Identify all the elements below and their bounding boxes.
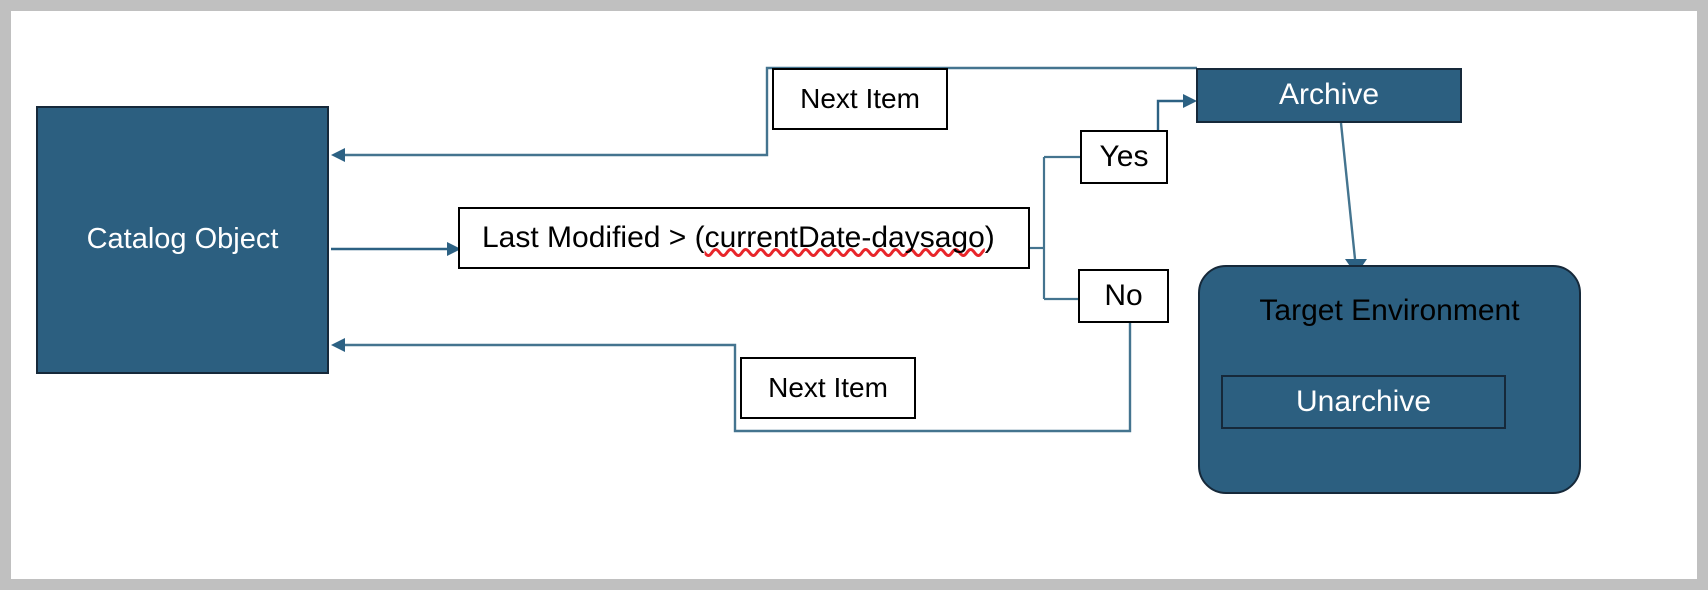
node-next-item-top-label: Next Item bbox=[800, 82, 920, 114]
node-archive[interactable]: Archive bbox=[1196, 68, 1462, 123]
node-unarchive[interactable]: Unarchive bbox=[1221, 375, 1506, 429]
node-branch-no[interactable]: No bbox=[1078, 269, 1169, 323]
condition-prefix: Last Modified > ( bbox=[482, 220, 705, 254]
node-last-modified-condition[interactable]: Last Modified > (currentDate-daysago) bbox=[458, 207, 1030, 269]
edge-archive-to-catalog-next-item bbox=[331, 66, 1197, 162]
node-target-environment-label: Target Environment bbox=[1259, 294, 1520, 327]
node-catalog-object-label: Catalog Object bbox=[86, 223, 279, 256]
condition-misspelled-token: currentDate-daysago bbox=[704, 220, 985, 254]
node-last-modified-condition-label: Last Modified > (currentDate-daysago) bbox=[482, 221, 995, 256]
node-unarchive-label: Unarchive bbox=[1295, 384, 1432, 418]
edge-yes-to-archive bbox=[1156, 94, 1197, 130]
node-catalog-object[interactable]: Catalog Object bbox=[36, 106, 329, 374]
node-branch-yes-label: Yes bbox=[1099, 139, 1149, 173]
node-next-item-top[interactable]: Next Item bbox=[772, 68, 948, 130]
condition-suffix: ) bbox=[984, 220, 995, 254]
diagram-canvas: Catalog Object Last Modified > (currentD… bbox=[11, 11, 1697, 579]
node-branch-yes[interactable]: Yes bbox=[1080, 130, 1168, 184]
node-next-item-bottom-label: Next Item bbox=[768, 371, 888, 403]
node-branch-no-label: No bbox=[1104, 278, 1143, 312]
edge-catalog-to-decision bbox=[331, 242, 461, 256]
node-archive-label: Archive bbox=[1278, 78, 1380, 112]
edge-no-to-catalog-next-item bbox=[331, 323, 1132, 433]
edge-decision-split bbox=[1030, 155, 1080, 301]
node-next-item-bottom[interactable]: Next Item bbox=[740, 357, 916, 419]
edge-archive-to-target-environment bbox=[1339, 122, 1367, 275]
